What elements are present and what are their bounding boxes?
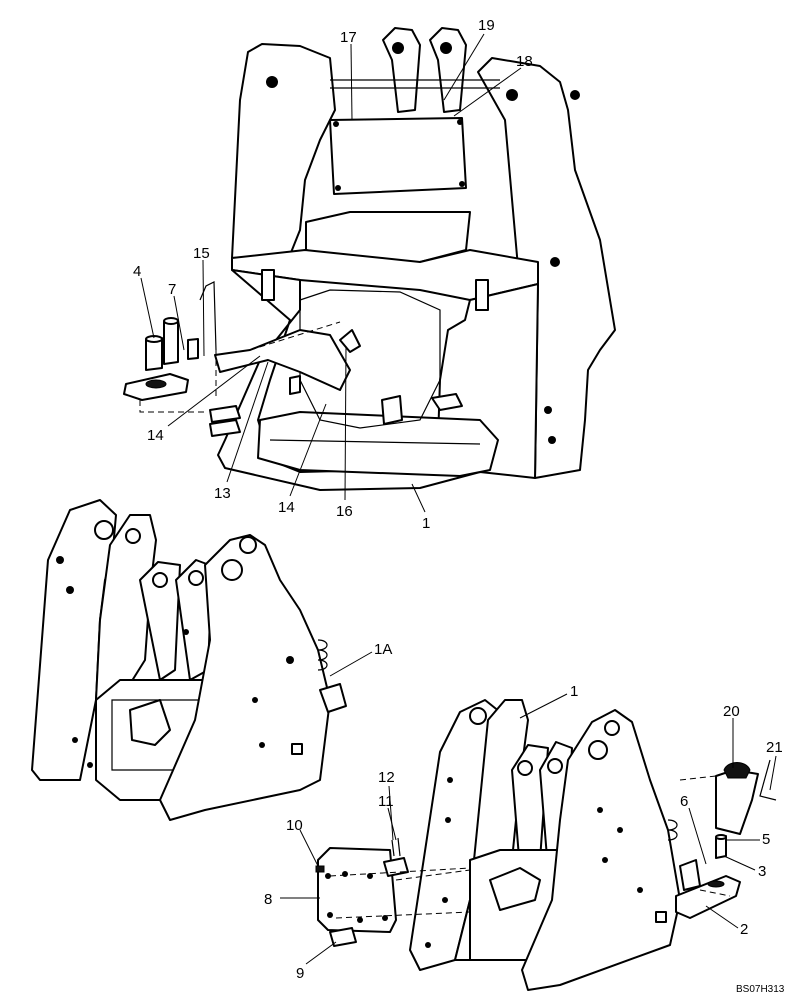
callout-20: 20 [723, 703, 740, 720]
callout-1a: 1A [374, 641, 392, 658]
callout-10: 10 [286, 817, 303, 834]
callout-21: 21 [766, 739, 783, 756]
callout-5: 5 [762, 831, 770, 848]
callout-3: 3 [758, 863, 766, 880]
top-loader-frame-assembly [217, 27, 616, 491]
callout-6: 6 [680, 793, 688, 810]
callout-18: 18 [516, 53, 533, 70]
callout-4: 4 [133, 263, 141, 280]
callout-13: 13 [214, 485, 231, 502]
callout-7: 7 [168, 281, 176, 298]
callout-14b: 14 [278, 499, 295, 516]
middle-frame-assembly-1a [31, 499, 347, 821]
drawing-code: BS07H313 [736, 984, 785, 995]
bottom-frame-assembly [409, 699, 681, 991]
callout-8: 8 [264, 891, 272, 908]
callout-15: 15 [193, 245, 210, 262]
leader-lines [140, 33, 777, 965]
callout-1-bottom: 1 [570, 683, 578, 700]
callout-17: 17 [340, 29, 357, 46]
callout-16: 16 [336, 503, 353, 520]
callout-14a: 14 [147, 427, 164, 444]
bottom-loose-parts [315, 759, 777, 947]
callout-1-top: 1 [422, 515, 430, 532]
callout-labels: 19 17 18 15 4 7 14 13 14 16 1 1A 1 20 21… [133, 17, 785, 995]
callout-9: 9 [296, 965, 304, 982]
callout-11: 11 [378, 793, 394, 810]
callout-12: 12 [378, 769, 395, 786]
callout-19: 19 [478, 17, 495, 34]
callout-2: 2 [740, 921, 748, 938]
top-loose-parts [123, 281, 361, 437]
